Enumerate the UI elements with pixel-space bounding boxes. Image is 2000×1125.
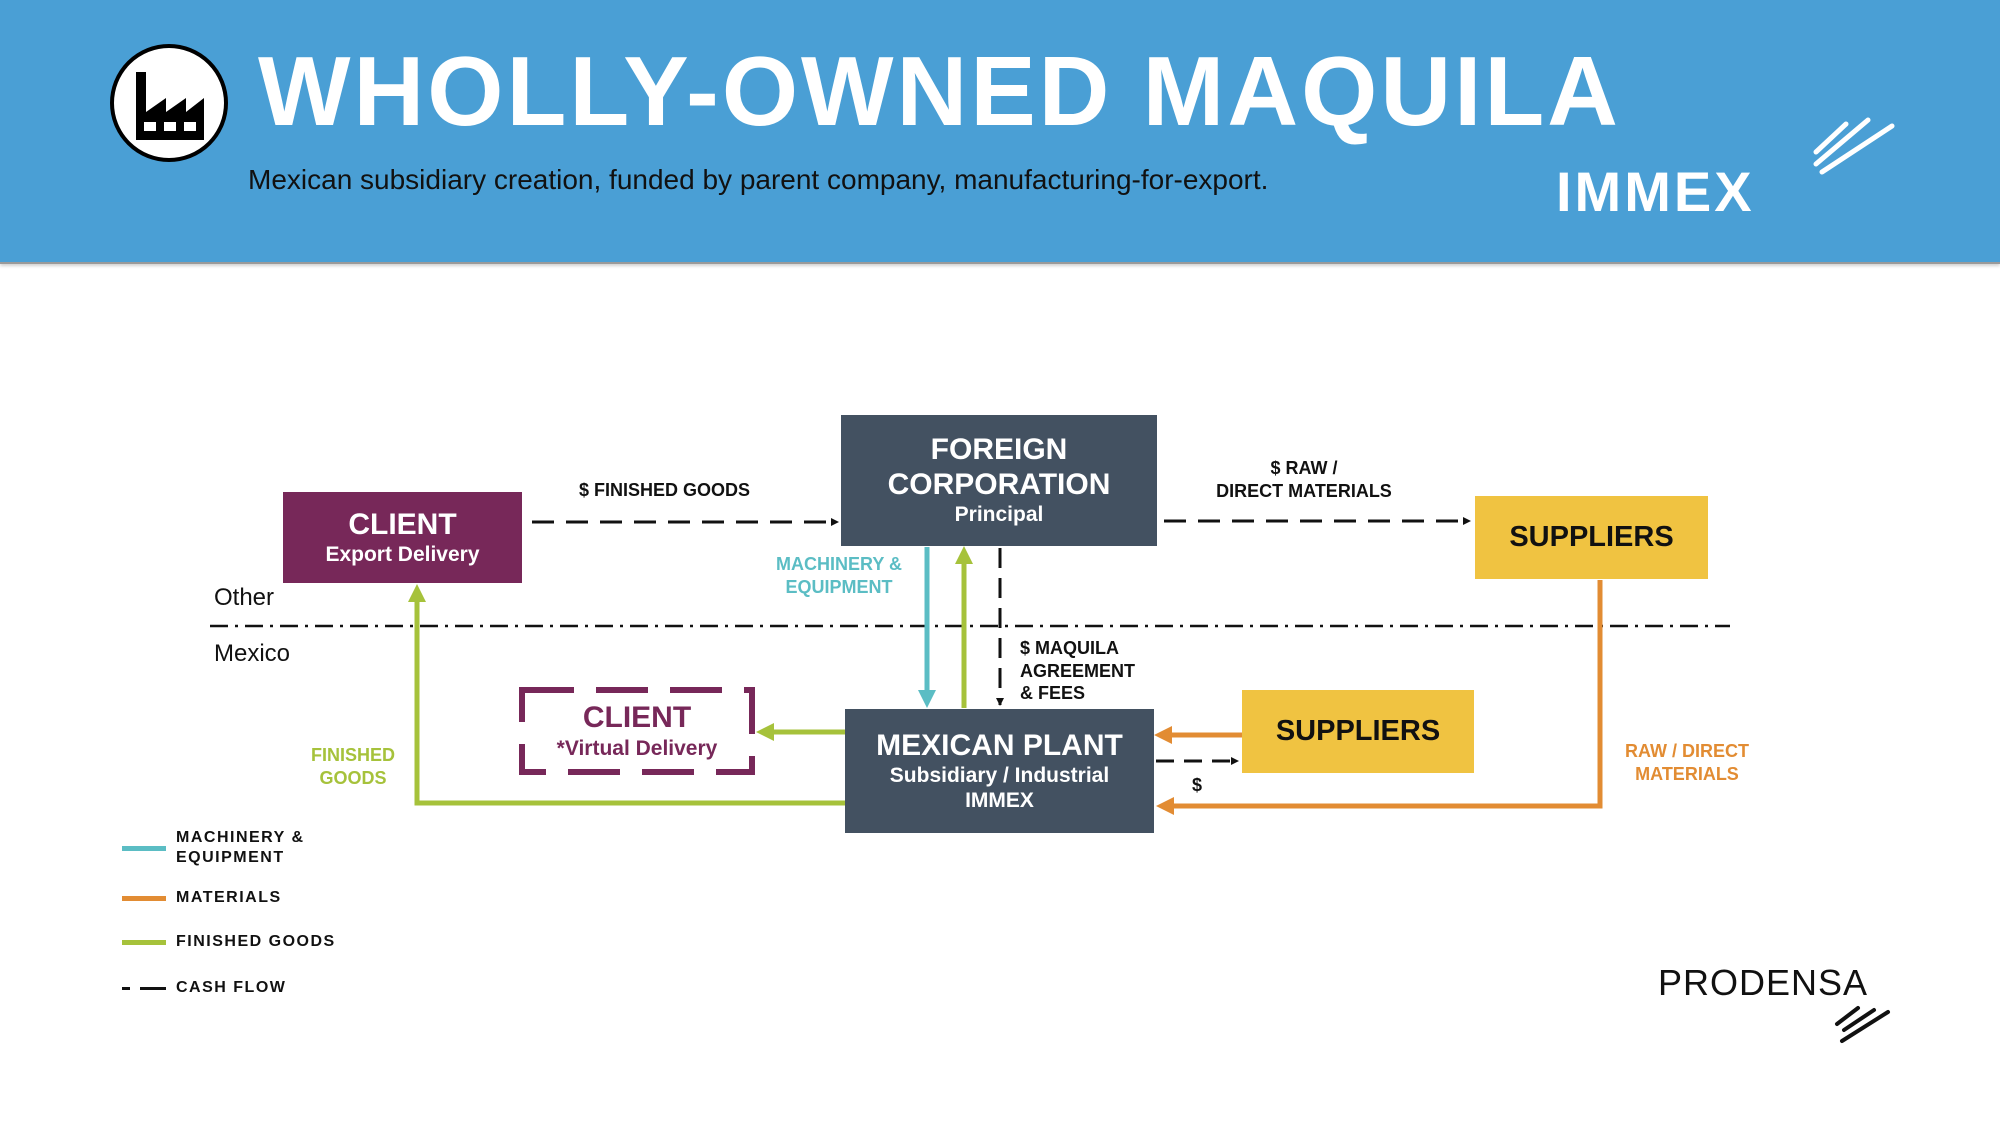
label-line: DIRECT MATERIALS [1216, 480, 1392, 501]
node-mexican-plant[interactable]: MEXICAN PLANT Subsidiary / Industrial IM… [845, 709, 1154, 833]
node-title-line1: FOREIGN [930, 433, 1068, 467]
finished-goods-to-export-client [414, 600, 845, 806]
label-line: GOODS [319, 767, 387, 788]
materials-foreign-to-plant [1172, 580, 1603, 809]
legend-label: CASH FLOW [176, 979, 287, 996]
node-subtitle: Export Delivery [325, 543, 480, 567]
header-banner: WHOLLY-OWNED MAQUILA Mexican subsidiary … [0, 0, 2000, 264]
region-label-other: Other [214, 584, 275, 611]
legend-swatch-finished-goods [122, 939, 166, 945]
label-raw-materials-cash: $ RAW / DIRECT MATERIALS [1212, 457, 1396, 502]
node-subtitle: Principal [954, 503, 1044, 527]
node-title: SUPPLIERS [1275, 714, 1441, 747]
node-client-export[interactable]: CLIENT Export Delivery [283, 492, 522, 583]
virtual-client-border [519, 687, 755, 775]
label-line: EQUIPMENT [785, 576, 893, 597]
brand-stripes-icon [1813, 117, 1895, 175]
node-subtitle-line1: Subsidiary / Industrial [889, 764, 1110, 788]
page-title: WHOLLY-OWNED MAQUILA [258, 36, 1621, 146]
label-machinery: MACHINERY & EQUIPMENT [770, 553, 908, 598]
node-subtitle: *Virtual Delivery [556, 736, 718, 760]
page-subtitle: Mexican subsidiary creation, funded by p… [248, 164, 1269, 195]
legend-label: MACHINERY & [176, 829, 305, 846]
legend-swatch-machinery [122, 845, 166, 851]
region-label-mexico: Mexico [214, 640, 291, 667]
finished-goods-to-foreign-arrowhead [955, 546, 973, 564]
node-title: CLIENT [582, 701, 692, 735]
legend-swatch-materials [122, 895, 166, 901]
label-line: & FEES [1020, 683, 1086, 703]
materials-local-to-plant-arrowhead [1154, 726, 1172, 744]
node-title: MEXICAN PLANT [876, 728, 1123, 762]
legend-label: EQUIPMENT [176, 849, 285, 866]
legend-label: MATERIALS [176, 889, 282, 906]
legend-item-machinery: MACHINERY & EQUIPMENT [122, 828, 305, 868]
label-local-supplier-cash: $ [1192, 775, 1203, 795]
label-line: RAW / DIRECT [1625, 741, 1749, 761]
node-title-line2: CORPORATION [887, 467, 1111, 501]
factory-icon [110, 44, 228, 162]
label-raw-direct-materials: RAW / DIRECT MATERIALS [1612, 740, 1762, 785]
node-foreign-corporation[interactable]: FOREIGN CORPORATION Principal [841, 415, 1157, 546]
finished-goods-to-export-client-arrowhead [408, 584, 426, 602]
label-maquila-fees: $ MAQUILA AGREEMENT & FEES [1020, 637, 1135, 705]
node-suppliers-local[interactable]: SUPPLIERS [1242, 690, 1474, 773]
label-line: $ MAQUILA [1020, 638, 1119, 658]
legend-item-cash-flow: CASH FLOW [122, 978, 286, 998]
legend-item-materials: MATERIALS [122, 888, 282, 908]
label-finished-goods-cash: $ FINISHED GOODS [579, 480, 751, 500]
label-line: AGREEMENT [1020, 660, 1136, 681]
node-client-virtual[interactable]: CLIENT *Virtual Delivery [522, 690, 752, 772]
legend-label: FINISHED GOODS [176, 933, 336, 950]
materials-foreign-to-plant-arrowhead [1156, 797, 1174, 815]
label-line: FINISHED [310, 745, 395, 765]
program-badge: IMMEX [1556, 160, 1755, 223]
brand-stripes-icon [1835, 1006, 1890, 1043]
label-line: MATERIALS [1635, 763, 1739, 784]
legend-item-finished-goods: FINISHED GOODS [122, 932, 336, 952]
node-title: SUPPLIERS [1509, 520, 1674, 553]
node-subtitle-line2: IMMEX [965, 789, 1034, 813]
brand-logo-text: PRODENSA [1658, 962, 1869, 1003]
label-line: $ RAW / [1270, 458, 1338, 478]
legend-swatch-cash-flow [122, 986, 166, 990]
machinery-arrowhead [918, 690, 936, 708]
label-line: MACHINERY & [775, 554, 902, 574]
node-title: CLIENT [348, 507, 457, 541]
node-suppliers-foreign[interactable]: SUPPLIERS [1475, 496, 1708, 579]
finished-goods-to-virtual-client-arrowhead [756, 723, 774, 741]
label-finished-goods: FINISHED GOODS [300, 744, 406, 789]
